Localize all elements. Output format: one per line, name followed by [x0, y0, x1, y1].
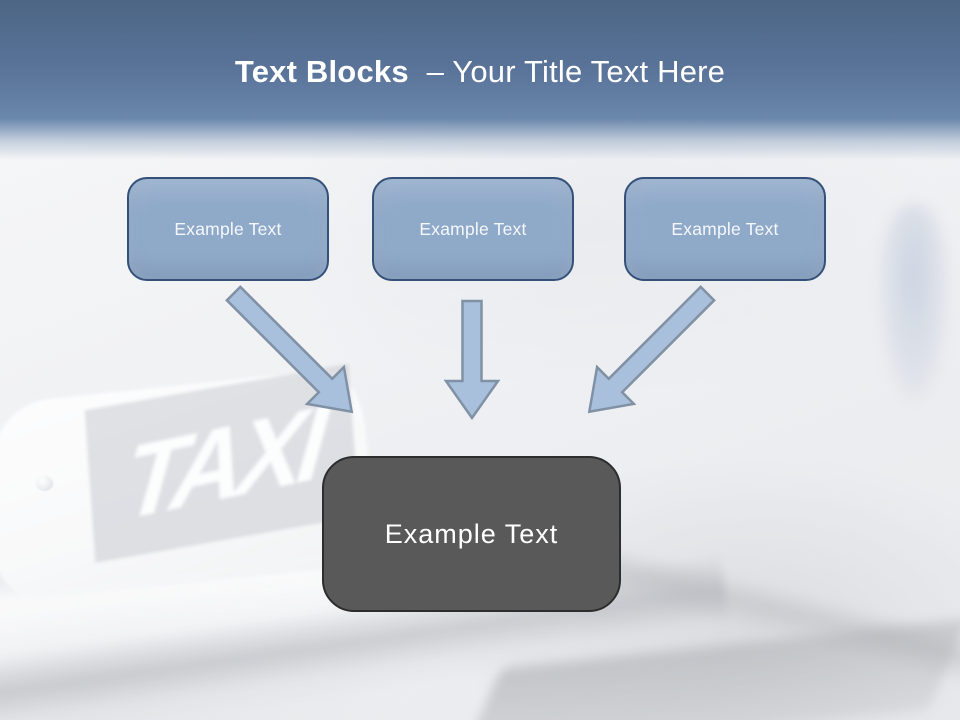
text-block-1: Example Text [127, 177, 329, 281]
arrow-down-left-icon [587, 285, 716, 414]
center-text-block: Example Text [322, 456, 621, 612]
arrow-down-right-icon [225, 285, 354, 414]
slide-title: Text Blocks – Your Title Text Here [0, 52, 960, 92]
text-block-2-label: Example Text [419, 218, 527, 239]
blurred-pedestrian [878, 205, 950, 405]
slide-title-subtext: – Your Title Text Here [426, 54, 726, 89]
text-block-3-label: Example Text [671, 218, 779, 239]
center-text-block-label: Example Text [384, 518, 559, 549]
slide-title-emphasis: Text Blocks [234, 54, 409, 89]
text-block-3: Example Text [624, 177, 826, 281]
header-gradient-band [0, 0, 960, 160]
taxi-sign-rivet [36, 476, 53, 491]
arrow-down-icon [443, 299, 501, 421]
text-block-1-label: Example Text [174, 218, 282, 239]
text-block-2: Example Text [372, 177, 574, 281]
